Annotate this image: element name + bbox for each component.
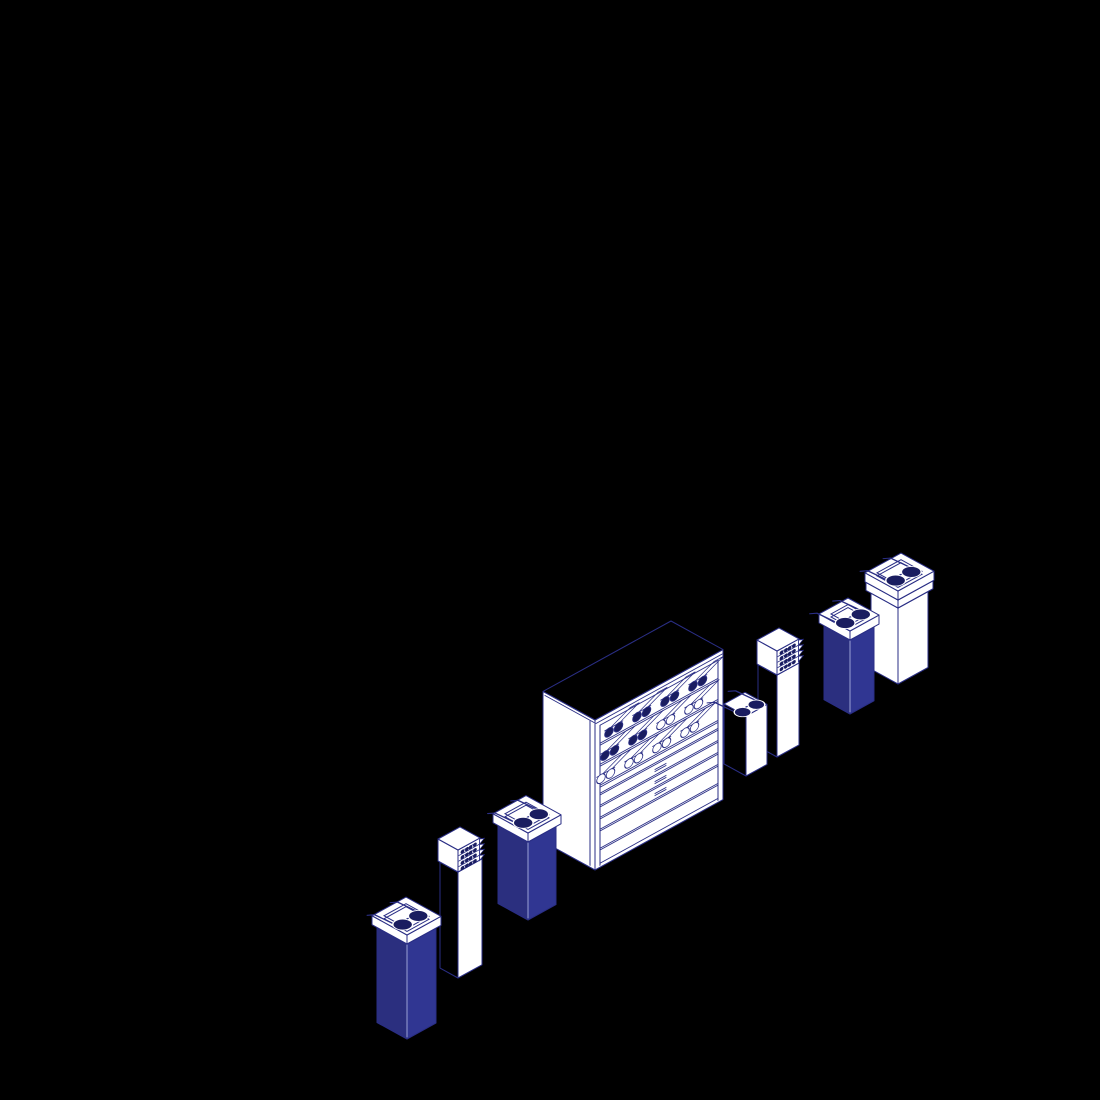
- mini-shelf-unit-top-face: [437, 826, 481, 851]
- eyeglasses-icon: [809, 600, 872, 629]
- tower-body-right-face: [457, 858, 483, 979]
- mini-shelf-front: [458, 837, 486, 871]
- shelf-edge-notch: [479, 854, 486, 862]
- pedestal-body-right-face: [527, 826, 557, 921]
- shelf-edge-notch: [479, 843, 486, 851]
- pedestal-body-left-face: [823, 625, 851, 715]
- pedestal-navy-mid-left: [487, 795, 562, 921]
- eyeglasses-icon: [706, 690, 766, 718]
- drawer-handle: [654, 774, 667, 785]
- mini-shelf-front: [777, 638, 805, 672]
- shelf-edge-notch: [798, 644, 805, 652]
- glasses-shelf-row: [604, 656, 724, 738]
- pedestal-white-far-right: [859, 552, 935, 685]
- shelf-edge-notch: [798, 638, 805, 647]
- tray-top-face: [492, 795, 562, 834]
- drawer-handle: [654, 762, 667, 773]
- eyeglasses-icon: [366, 901, 429, 931]
- cabinet-side-panel: [544, 694, 595, 866]
- tower-body-left-face: [439, 861, 459, 979]
- tray-top-face: [864, 552, 935, 592]
- shelf-edge-notch: [798, 649, 805, 658]
- pedestal-navy-front-left: [366, 896, 442, 1040]
- shelf-edge-notch: [798, 655, 805, 663]
- pedestal-navy-right: [809, 597, 880, 715]
- glasses-shelf-row: [596, 702, 716, 785]
- tray-top-face: [371, 896, 442, 936]
- eyewear-display-scene: [366, 552, 935, 1040]
- pedestal-white-small-right: [706, 690, 768, 777]
- drawer-handle: [654, 786, 667, 797]
- tower-body-right-face: [776, 662, 800, 758]
- mini-shelf-unit-top-face: [756, 627, 800, 652]
- pedestal-shelf-tower-left: [437, 826, 486, 979]
- pedestal-body-left-face: [376, 927, 408, 1040]
- eyeglasses-icon: [487, 799, 550, 829]
- glasses-shelf-row: [600, 679, 720, 761]
- cabinet-top-face: [542, 620, 724, 721]
- pedestal-body-right-face: [406, 927, 437, 1040]
- eyeglasses-icon: [859, 557, 922, 587]
- pedestal-body-left-face: [870, 592, 899, 685]
- display-cabinet: [542, 620, 724, 871]
- cabinet-front-panel: [595, 653, 724, 866]
- pedestal-body-right-face: [849, 626, 875, 715]
- shelf-edge-notch: [479, 837, 486, 846]
- shelf-edge-notch: [479, 848, 486, 857]
